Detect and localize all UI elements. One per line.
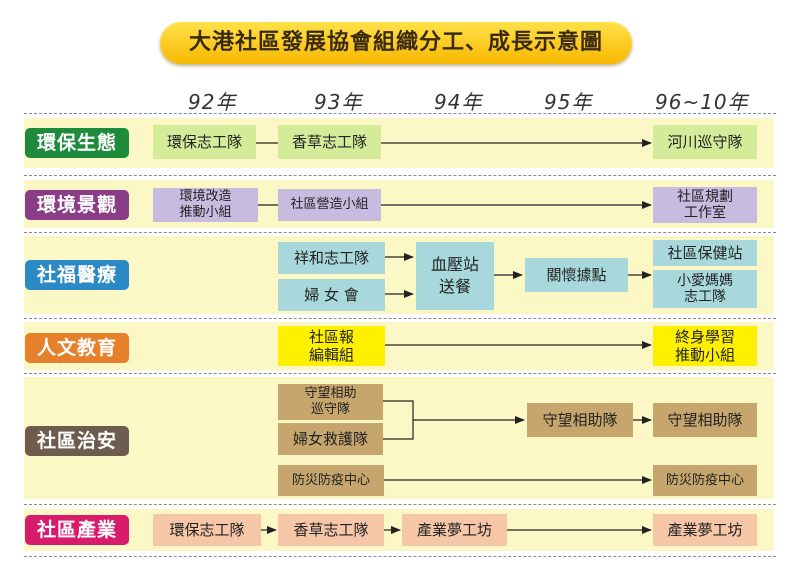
node-health-station: 社區保健站 [653,240,757,266]
node-env-volunteer: 環保志工隊 [153,125,256,159]
row-separator [24,318,776,319]
node-care-point: 關懷據點 [525,258,628,292]
node-bp-station: 血壓站 送餐 [416,242,494,310]
node-neighborhood-watch: 守望相助隊 [527,403,633,437]
node-env-renovation: 環境改造 推動小組 [153,188,258,222]
node-newsletter-team: 社區報 編輯組 [278,326,385,366]
row-separator [24,232,776,233]
year-label: 93年 [314,90,363,114]
node-neighborhood-watch-final: 守望相助隊 [653,403,757,437]
node-river-patrol: 河川巡守隊 [653,125,757,159]
node-women-rescue: 婦女救護隊 [278,423,383,455]
node-watch-patrol: 守望相助 巡守隊 [278,384,383,420]
row-separator [24,373,776,374]
node-industry-herb-volunteer: 香草志工隊 [278,514,384,546]
category-welfare: 社福醫療 [25,260,129,290]
year-label: 96~10年 [655,90,749,114]
category-env: 環保生態 [25,128,129,158]
diagram-title: 大港社區發展協會組織分工、成長示意圖 [160,22,632,64]
node-herb-volunteer: 香草志工隊 [278,125,381,159]
node-lifelong-learning: 終身學習 推動小組 [653,326,757,366]
year-label: 94年 [434,90,483,114]
category-scenery: 環境景觀 [25,190,129,220]
connector-bracket [383,400,414,440]
node-mothers-volunteer: 小愛媽媽 志工隊 [653,270,757,308]
node-xianghe-volunteer: 祥和志工隊 [278,242,385,274]
node-industry-workshop-final: 產業夢工坊 [653,514,757,546]
category-education: 人文教育 [25,333,129,363]
node-womens-assoc: 婦 女 會 [278,279,385,311]
node-community-building: 社區營造小組 [278,189,381,221]
year-label: 92年 [188,90,237,114]
node-disaster-center-final: 防災防疫中心 [653,465,757,496]
row-separator [24,175,776,176]
node-industry-env-volunteer: 環保志工隊 [153,514,261,546]
node-disaster-center: 防災防疫中心 [278,465,384,496]
category-industry: 社區產業 [25,515,129,545]
row-separator [24,556,776,557]
category-security: 社區治安 [25,426,129,456]
node-planning-studio: 社區規劃 工作室 [653,187,757,223]
row-separator [24,113,776,114]
node-industry-workshop: 產業夢工坊 [402,514,507,546]
row-separator [24,504,776,505]
year-label: 95年 [544,90,593,114]
